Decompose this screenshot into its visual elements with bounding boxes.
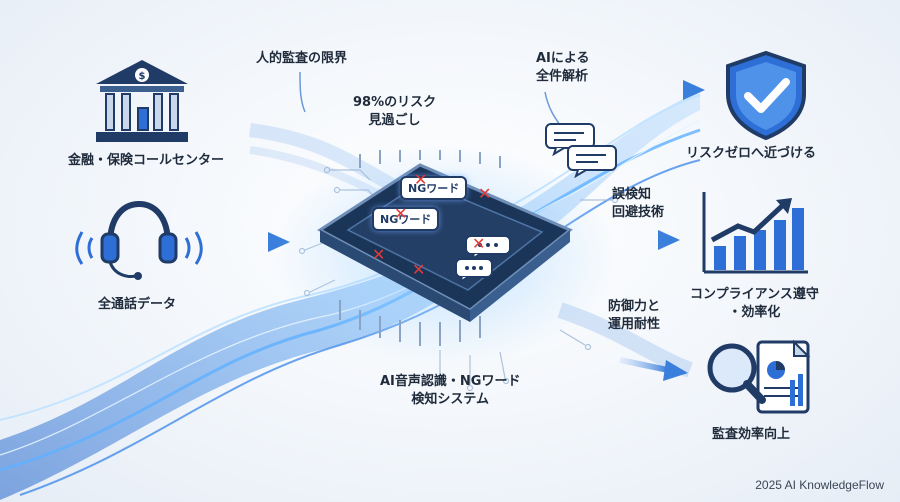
ng-word-bubble-1: NGワード [400,176,468,200]
label-audit-efficiency: 監査効率向上 [712,427,791,442]
ng-word-text: NGワード [380,213,432,226]
label-ai-full-analysis: AIによる 全件解析 [536,51,590,84]
chat-bubble-icon [455,258,493,283]
footer-credit: 2025 AI KnowledgeFlow [755,478,884,492]
headset-icon [75,200,203,280]
x-mark-icon: ✕ [394,204,408,223]
label-human-audit-limit: 人的監査の限界 [256,51,348,66]
label-ai-system: AI音声認識・NGワード 検知システム [380,374,521,407]
label-finance-callcenter: 金融・保険コールセンター [68,153,225,168]
label-all-call-data: 全通話データ [98,297,177,312]
bank-icon: $ [96,60,188,142]
label-false-detection: 誤検知 回避技術 [612,187,665,220]
ng-word-bubble-2: NGワード [372,207,440,231]
x-mark-icon: ✕ [414,170,428,189]
label-compliance: コンプライアンス遵守 ・効率化 [690,287,819,320]
x-mark-icon: ✕ [412,260,426,279]
chat-bubble-icon [545,123,595,156]
x-mark-icon: ✕ [372,245,386,264]
label-risk-zero: リスクゼロへ近づける [686,146,817,161]
ng-word-text: NGワード [408,182,460,195]
shield-check-icon [726,50,806,140]
x-mark-icon: ✕ [478,184,492,203]
x-mark-icon: ✕ [472,234,486,253]
label-defense-operation: 防御力と 運用耐性 [608,299,661,332]
audit-magnifier-icon [707,339,811,414]
chat-bubble-icon [567,145,617,178]
label-miss-rate: 98%のリスク 見過ごし [353,95,437,128]
growth-chart-icon [702,192,808,274]
svg-text:$: $ [139,71,146,82]
